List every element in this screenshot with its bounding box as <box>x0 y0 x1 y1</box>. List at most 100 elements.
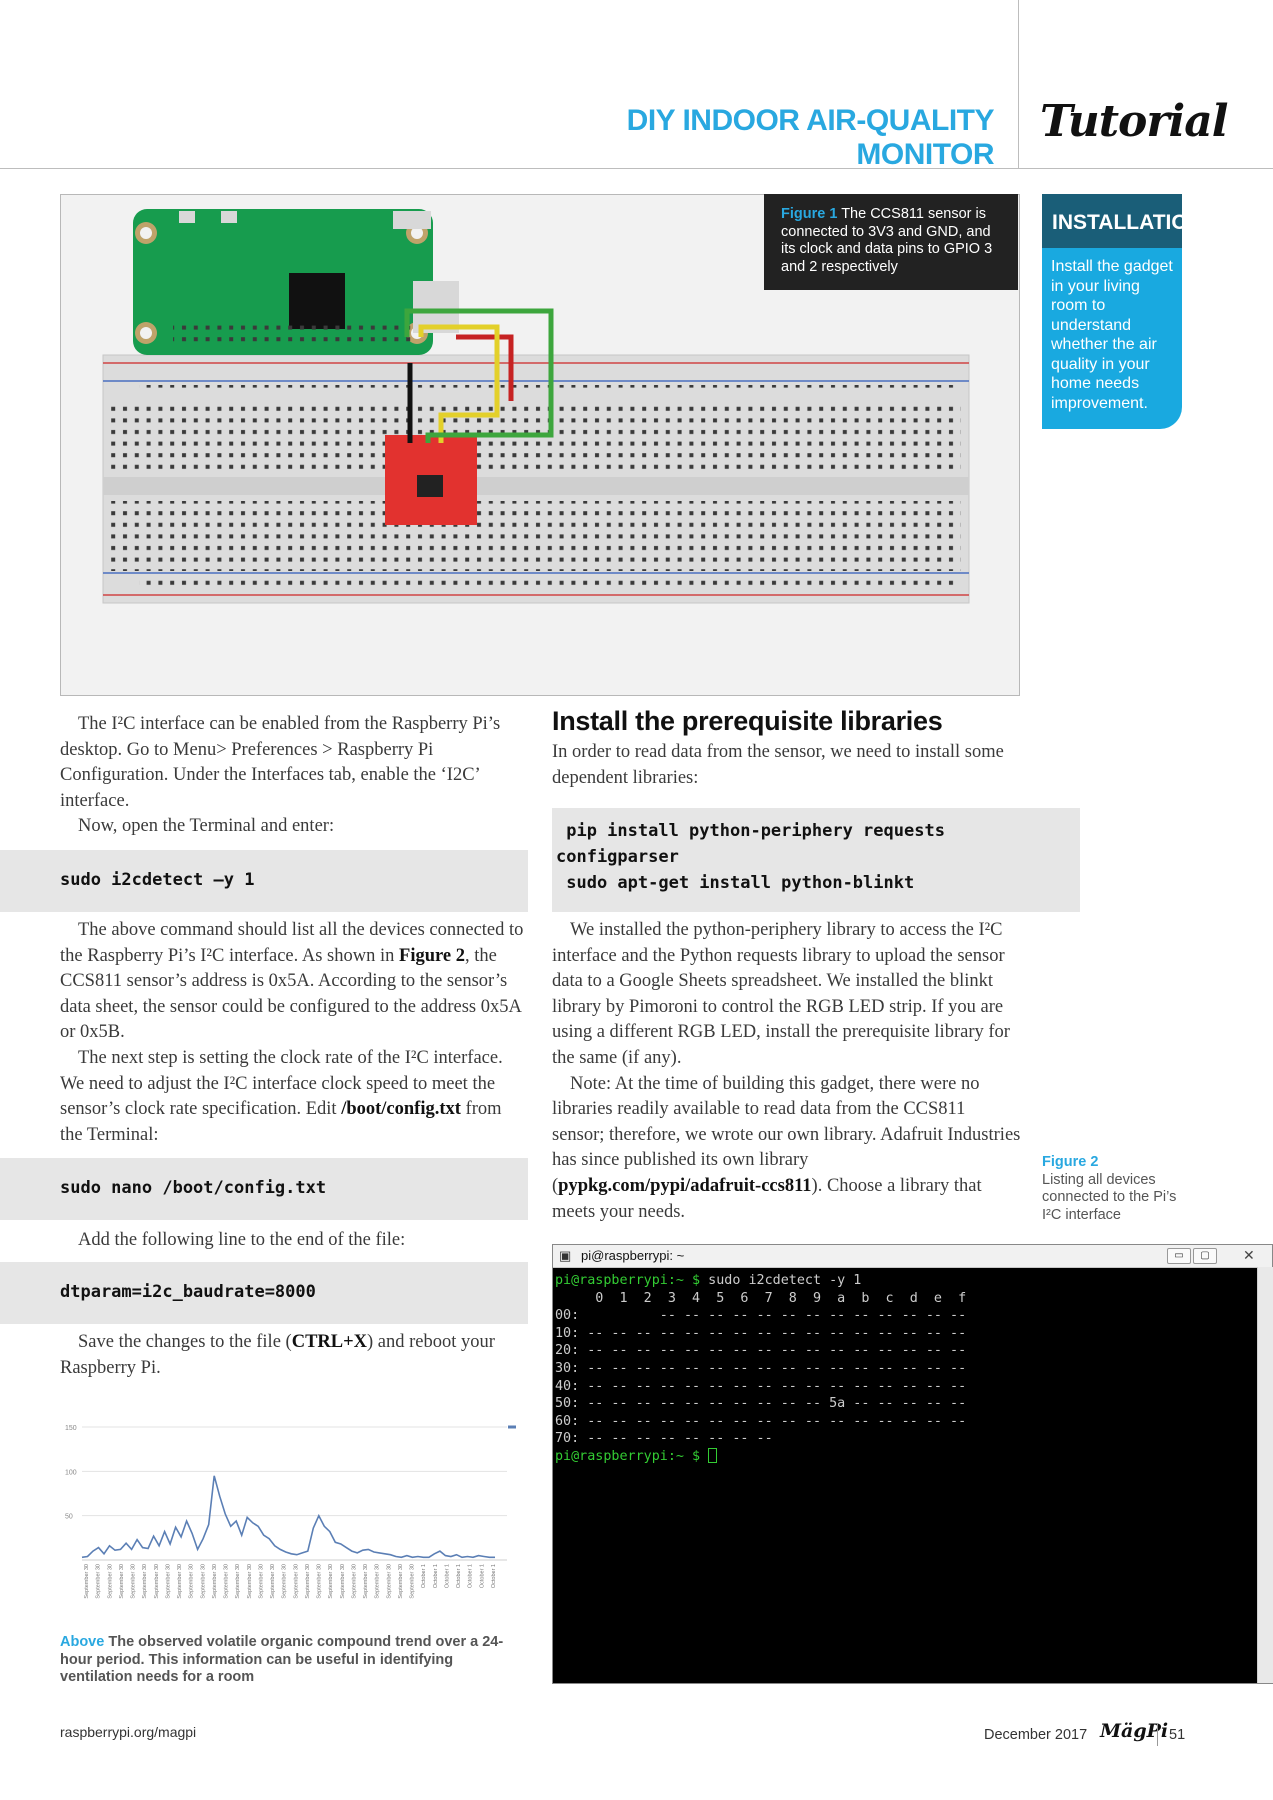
terminal-line: 40: -- -- -- -- -- -- -- -- -- -- -- -- … <box>555 1378 967 1394</box>
left-paragraph-5: Add the following line to the end of the… <box>78 1230 406 1250</box>
chart-x-tick-label: October 1 <box>433 1564 439 1588</box>
chart-x-tick-label: October 1 <box>421 1564 427 1588</box>
chart-x-tick-label: September 30 <box>317 1564 323 1599</box>
code-install-line-3: sudo apt-get install python-blinkt <box>556 873 915 893</box>
code-block-i2cdetect: sudo i2cdetect –y 1 <box>0 850 528 912</box>
section-heading: Install the prerequisite libraries <box>552 706 943 736</box>
figure-2-caption: Figure 2 Listing all devices connected t… <box>1042 1154 1192 1224</box>
chart-x-tick-label: September 30 <box>293 1564 299 1599</box>
chart-x-tick-label: September 30 <box>351 1564 357 1599</box>
code-dtparam: dtparam=i2c_baudrate=8000 <box>60 1282 316 1302</box>
terminal-line: 30: -- -- -- -- -- -- -- -- -- -- -- -- … <box>555 1360 967 1376</box>
terminal-line: 50: -- -- -- -- -- -- -- -- -- -- 5a -- … <box>555 1396 967 1412</box>
shortcut-ctrl-x: CTRL+X <box>291 1332 368 1352</box>
chart-caption-text: The observed volatile organic compound t… <box>60 1634 504 1685</box>
close-icon[interactable]: ✕ <box>1243 1247 1255 1263</box>
chart-y-tick-label: 100 <box>65 1469 77 1476</box>
chart-x-tick-label: September 30 <box>305 1564 311 1599</box>
chart-x-tick-label: September 30 <box>340 1564 346 1599</box>
chart-y-tick-label: 50 <box>65 1514 73 1521</box>
terminal-line: 10: -- -- -- -- -- -- -- -- -- -- -- -- … <box>555 1325 967 1341</box>
chart-x-tick-label: September 30 <box>247 1564 253 1599</box>
footer-separator <box>1157 1724 1158 1746</box>
chart-x-tick-label: September 30 <box>96 1564 102 1599</box>
left-paragraph-4: The next step is setting the clock rate … <box>60 1047 503 1145</box>
minimize-icon[interactable]: ▭ <box>1167 1248 1191 1264</box>
figure-2-label: Figure 2 <box>1042 1154 1099 1170</box>
running-title: DIY INDOOR AIR-QUALITY MONITOR <box>626 104 995 171</box>
chart-x-tick-label: September 30 <box>107 1564 113 1599</box>
chart-x-tick-label: October 1 <box>491 1564 497 1588</box>
chart-x-tick-label: September 30 <box>224 1564 230 1599</box>
terminal-line: pi@raspberrypi:~ $ <box>555 1448 966 1466</box>
code-block-nano: sudo nano /boot/config.txt <box>0 1158 528 1220</box>
chart-x-tick-label: September 30 <box>363 1564 369 1599</box>
installation-text: Install the gadget in your living room t… <box>1051 258 1173 412</box>
terminal-line: 20: -- -- -- -- -- -- -- -- -- -- -- -- … <box>555 1343 967 1359</box>
chart-caption: Above The observed volatile organic comp… <box>60 1634 510 1687</box>
chart-x-tick-label: September 30 <box>375 1564 381 1599</box>
chart-x-tick-label: October 1 <box>468 1564 474 1588</box>
chart-x-tick-label: September 30 <box>142 1564 148 1599</box>
code-block-install: pip install python-periphery requests con… <box>552 808 1080 912</box>
chart-x-tick-label: September 30 <box>328 1564 334 1599</box>
left-paragraph-1: The I²C interface can be enabled from th… <box>60 714 501 811</box>
page-number: 51 <box>1169 1727 1186 1743</box>
figure-1-label: Figure 1 <box>781 206 838 222</box>
right-paragraph-1: In order to read data from the sensor, w… <box>552 742 1004 788</box>
right-paragraph-2-block: We installed the python-periphery librar… <box>552 918 1022 1225</box>
figure-1-caption: Figure 1 The CCS811 sensor is connected … <box>764 194 1018 290</box>
left-paragraph-6-block: Save the changes to the file (CTRL+X) an… <box>60 1330 520 1381</box>
adafruit-link[interactable]: pypkg.com/pypi/adafruit-ccs811 <box>558 1175 812 1196</box>
config-path: /boot/config.txt <box>341 1099 461 1120</box>
left-paragraph-2: Now, open the Terminal and enter: <box>78 816 335 837</box>
right-paragraph-3: Note: At the time of building this gadge… <box>552 1073 1021 1222</box>
chart-x-tick-label: September 30 <box>270 1564 276 1599</box>
code-i2cdetect: sudo i2cdetect –y 1 <box>60 870 255 890</box>
chart-caption-label: Above <box>60 1634 105 1650</box>
right-paragraph-2: We installed the python-periphery librar… <box>552 920 1010 1068</box>
right-paragraph-1-block: In order to read data from the sensor, w… <box>552 740 1022 791</box>
chart-x-tick-label: September 30 <box>177 1564 183 1599</box>
terminal-line: pi@raspberrypi:~ $ sudo i2cdetect -y 1 <box>555 1273 862 1288</box>
chart-x-tick-label: September 30 <box>398 1564 404 1599</box>
chart-x-tick-label: September 30 <box>212 1564 218 1599</box>
terminal-cursor <box>708 1448 718 1464</box>
code-nano: sudo nano /boot/config.txt <box>60 1178 327 1198</box>
chart-x-tick-label: September 30 <box>235 1564 241 1599</box>
chart-x-tick-label: September 30 <box>282 1564 288 1599</box>
maximize-icon[interactable]: ▢ <box>1193 1248 1217 1264</box>
installation-title: INSTALLATION <box>1042 194 1203 248</box>
terminal-line: 60: -- -- -- -- -- -- -- -- -- -- -- -- … <box>555 1413 967 1429</box>
terminal-output[interactable]: pi@raspberrypi:~ $ sudo i2cdetect -y 1 0… <box>555 1272 966 1466</box>
chart-x-tick-label: September 30 <box>119 1564 125 1599</box>
footer-url: raspberrypi.org/magpi <box>60 1724 197 1740</box>
breadboard-wiring-diagram <box>102 209 970 604</box>
left-paragraph-1-block: The I²C interface can be enabled from th… <box>60 712 528 840</box>
voc-series-line <box>81 1475 495 1559</box>
header-rule <box>0 168 1273 169</box>
chart-x-tick-label: September 30 <box>200 1564 206 1599</box>
footer-date: December 2017 <box>984 1727 1088 1743</box>
chart-x-tick-label: September 30 <box>410 1564 416 1599</box>
code-install-line-2: configparser <box>556 847 679 867</box>
terminal-app-icon: ▣ <box>559 1248 572 1263</box>
code-block-dtparam: dtparam=i2c_baudrate=8000 <box>0 1262 528 1324</box>
left-paragraph-3: The above command should list all the de… <box>60 920 524 1043</box>
terminal-line: 0 1 2 3 4 5 6 7 8 9 a b c d e f <box>555 1290 967 1306</box>
chart-x-tick-label: September 30 <box>84 1564 90 1599</box>
terminal-window: ▣ pi@raspberrypi: ~ ▭ ▢ ✕ pi@raspberrypi… <box>552 1244 1273 1684</box>
chart-x-tick-label: September 30 <box>386 1564 392 1599</box>
terminal-title-bar: ▣ pi@raspberrypi: ~ ▭ ▢ ✕ <box>553 1245 1272 1268</box>
chart-x-tick-label: September 30 <box>154 1564 160 1599</box>
chart-x-tick-label: October 1 <box>479 1564 485 1588</box>
chart-x-tick-label: October 1 <box>444 1564 450 1588</box>
code-install-line-1: pip install python-periphery requests <box>556 821 945 841</box>
terminal-title: pi@raspberrypi: ~ <box>581 1248 685 1263</box>
installation-sidebar: INSTALLATION Install the gadget in your … <box>1042 194 1203 429</box>
terminal-scrollbar[interactable] <box>1257 1267 1273 1683</box>
chart-x-tick-label: September 30 <box>258 1564 264 1599</box>
chart-x-tick-label: September 30 <box>189 1564 195 1599</box>
chart-x-tick-label: September 30 <box>165 1564 171 1599</box>
